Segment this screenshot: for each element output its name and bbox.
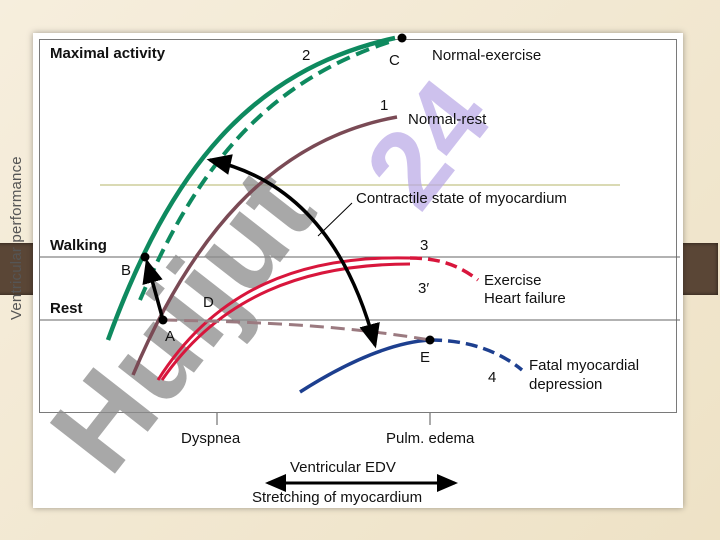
curve-number-4: 4 (488, 369, 496, 386)
point-label-e: E (420, 349, 430, 366)
label-fatal-line-1: Fatal myocardial (529, 357, 639, 374)
level-label-rest: Rest (50, 300, 83, 317)
x-tick-label-pulm-edema: Pulm. edema (386, 430, 475, 447)
x-tick-label-dyspnea: Dyspnea (181, 430, 241, 447)
x-axis-sublabel: Stretching of myocardium (252, 489, 422, 506)
curve-number-1: 1 (380, 97, 388, 114)
arrow-contractile (206, 154, 380, 349)
label-normal-exercise: Normal-exercise (432, 47, 541, 64)
label-heart-failure: Heart failure (484, 290, 566, 307)
label-normal-rest: Normal-rest (408, 111, 487, 128)
figure-border (39, 39, 677, 413)
point-label-a: A (165, 328, 175, 345)
point-label-b: B (121, 262, 131, 279)
point-label-d: D (203, 294, 214, 311)
contractile-pointer (317, 202, 353, 237)
point-a (158, 315, 168, 325)
arrow-a-to-b (142, 258, 165, 321)
curve-normal-exercise (105, 35, 396, 341)
level-label-max: Maximal activity (50, 45, 166, 62)
y-axis-label: Ventricular performance (8, 156, 25, 320)
curve-fatal-depression (299, 338, 431, 394)
x-axis-label: Ventricular EDV (290, 459, 396, 476)
point-b (140, 252, 150, 262)
curve-fatal-depression-dashed (429, 338, 524, 372)
level-label-walking: Walking (50, 237, 107, 254)
point-e (425, 335, 435, 345)
curve-number-3-prime: 3′ (418, 280, 429, 297)
label-contractile: Contractile state of myocardium (356, 190, 567, 207)
curve-number-2: 2 (302, 47, 310, 64)
curve-exercise-dashed (409, 256, 480, 282)
curve-normal-exercise-dashed (138, 38, 396, 301)
curve-number-3: 3 (420, 237, 428, 254)
point-c (397, 33, 407, 43)
label-exercise: Exercise (484, 272, 542, 289)
point-label-c: C (389, 52, 400, 69)
label-fatal-line-2: depression (529, 376, 602, 393)
